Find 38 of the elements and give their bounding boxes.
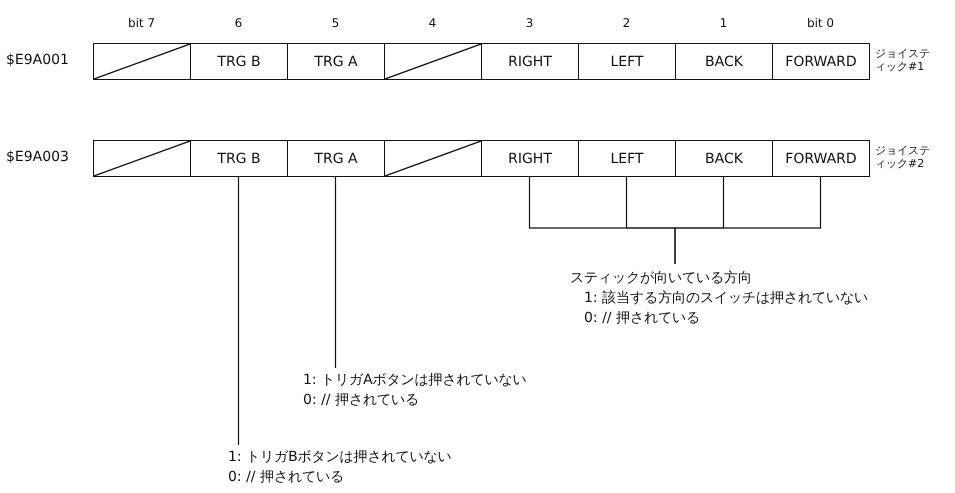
bit-number: bit 7 xyxy=(128,16,156,30)
annotation-text: 0: // 押されている xyxy=(303,391,420,410)
register-description: ジョイスティック#1 xyxy=(875,47,931,73)
register-address: $E9A001 xyxy=(6,52,69,68)
annotation-heading: スティックが向いている方向 xyxy=(570,269,753,288)
bit-number: 5 xyxy=(332,16,340,30)
bit-field-cell: FORWARD xyxy=(772,43,870,80)
bit-field-cell: LEFT xyxy=(578,43,676,80)
bit-number: 4 xyxy=(428,16,436,30)
bit-number: 6 xyxy=(234,16,242,30)
bit-field-cell: FORWARD xyxy=(772,140,870,177)
bit-field-cell: TRG B xyxy=(190,140,288,177)
bit-number: bit 0 xyxy=(806,16,834,30)
reserved-bit-cell xyxy=(93,140,191,177)
bit-field-cell: TRG B xyxy=(190,43,288,80)
bit-field-cell: TRG A xyxy=(287,43,385,80)
leader-line xyxy=(674,177,822,264)
bit-field-cell: LEFT xyxy=(578,140,676,177)
bit-field-cell: RIGHT xyxy=(481,43,579,80)
bit-field-cell: BACK xyxy=(675,43,773,80)
bit-number: 1 xyxy=(720,16,728,30)
bit-field-cell: TRG A xyxy=(287,140,385,177)
bit-number: 2 xyxy=(622,16,630,30)
bit-field-cell: RIGHT xyxy=(481,140,579,177)
reserved-bit-cell xyxy=(384,43,482,80)
leader-line xyxy=(334,177,336,368)
reserved-bit-cell xyxy=(384,140,482,177)
annotation-text: 1: 該当する方向のスイッチは押されていない xyxy=(583,289,868,308)
register-address: $E9A003 xyxy=(6,149,69,165)
annotation-text: 0: // 押されている xyxy=(228,468,345,487)
annotation-text: 1: トリガBボタンは押されていない xyxy=(228,448,452,467)
annotation-text: 1: トリガAボタンは押されていない xyxy=(303,371,527,390)
reserved-bit-cell xyxy=(93,43,191,80)
register-description: ジョイスティック#2 xyxy=(875,144,931,170)
annotation-text: 0: // 押されている xyxy=(583,309,701,328)
bit-field-cell: BACK xyxy=(675,140,773,177)
bit-number: 3 xyxy=(526,16,534,30)
leader-line xyxy=(238,177,240,445)
